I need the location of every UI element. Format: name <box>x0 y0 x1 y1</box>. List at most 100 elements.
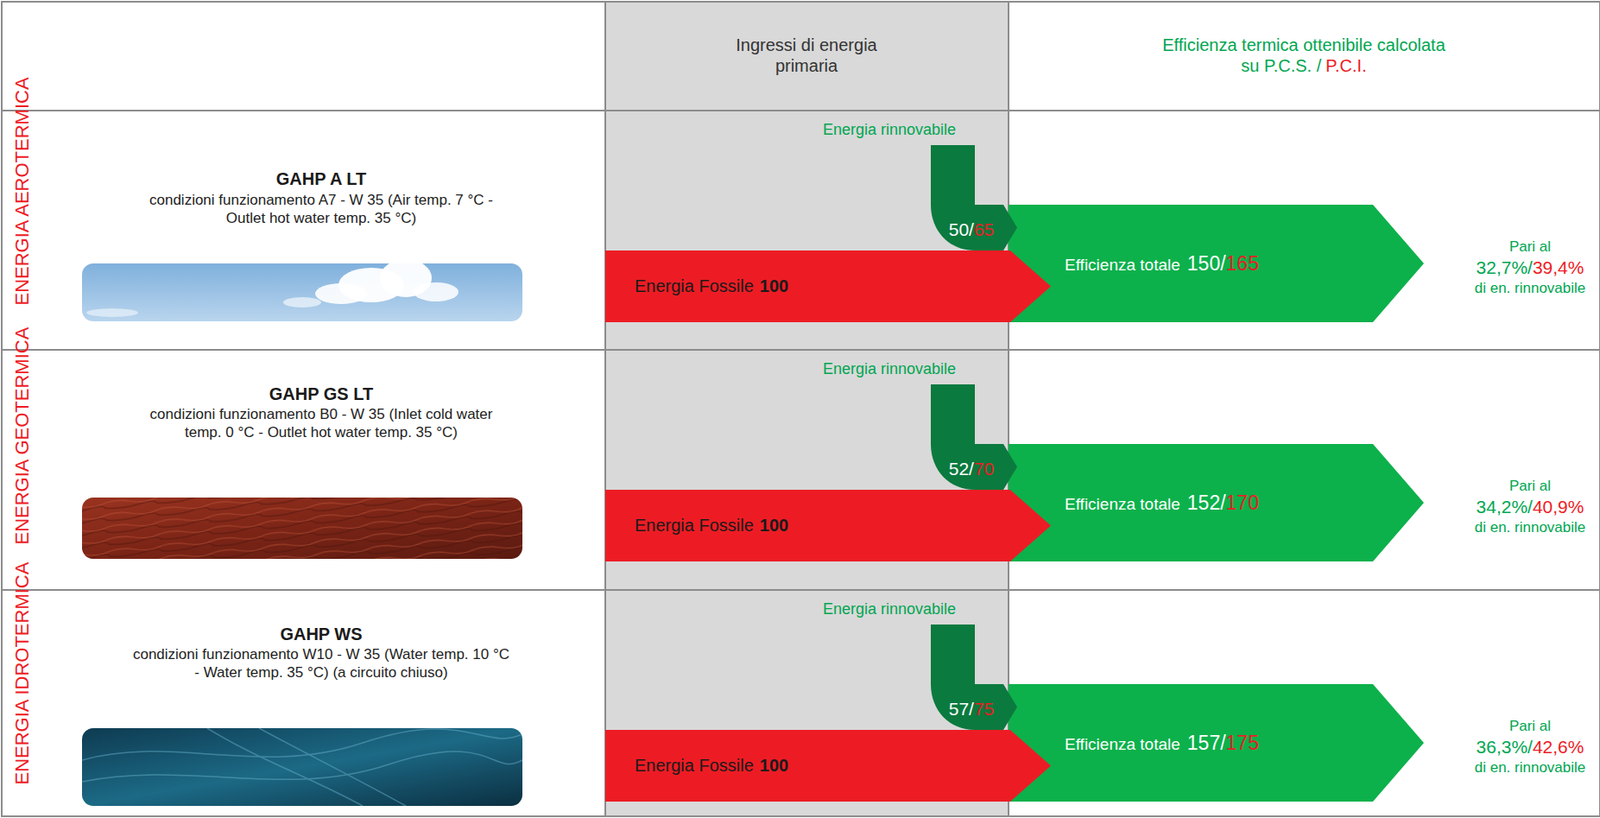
device-name: GAHP WS <box>279 624 362 644</box>
text-line: Efficienza totale 150/165 <box>1064 252 1259 275</box>
text-line: Energia Fossile100 <box>634 755 789 776</box>
fossil-label: Energia Fossile <box>634 515 754 535</box>
column-header: Efficienza termica ottenibile calcolata … <box>1162 35 1446 76</box>
operating-conditions: condizioni funzionamento B0 - W 35 (Inle… <box>150 405 494 441</box>
text-line: Ingressi di energia primaria <box>707 34 906 76</box>
efficiency-value: 152/ <box>1187 491 1227 514</box>
arrow-outline <box>1008 204 1424 323</box>
arrow-outline <box>1008 683 1424 802</box>
energy-type-label: ENERGIA GEOTERMICA <box>11 327 33 545</box>
text-group: condizioni funzionamento W10 - W 35 (Wat… <box>131 645 512 682</box>
text-group: Efficienza totale 150/165 <box>1064 252 1259 275</box>
text-line: GAHP WS <box>279 624 362 645</box>
text-line: GAHP A LT <box>276 169 367 190</box>
renewable-share: Pari al <box>1509 238 1551 255</box>
fossil-value: 100 <box>759 755 789 775</box>
arrow-outline <box>605 250 1051 323</box>
fossil-label: Energia Fossile <box>634 755 754 775</box>
text-group: condizioni funzionamento A7 - W 35 (Air … <box>131 191 512 228</box>
text-group: Energia rinnovabile <box>822 120 956 140</box>
total-efficiency-arrow: Efficienza totale 152/170 <box>1008 443 1424 562</box>
efficiency-value: 157/ <box>1187 731 1227 754</box>
text-line: Energia Fossile100 <box>634 276 789 297</box>
renewable-value: 75 <box>973 698 994 719</box>
renewable-share: Pari al <box>1509 477 1551 494</box>
text-group: Energia Fossile100 <box>634 276 789 297</box>
renewable-value: 50/ <box>948 219 974 240</box>
efficiency-label: Efficienza totale <box>1064 255 1181 274</box>
text-line: Pari al <box>1474 476 1587 496</box>
renewable-share-value: 40,9% <box>1532 496 1585 517</box>
arrow-outline <box>605 489 1051 562</box>
renewable-share-value: 34,2%/ <box>1476 496 1533 517</box>
energy-type-label: ENERGIA IDROTERMICA <box>11 562 33 785</box>
text-group: GAHP GS LT <box>269 384 374 405</box>
device-cell: ENERGIA GEOTERMICA GAHP GS LTcondizioni f… <box>0 349 606 590</box>
renewable-arrow: Energia rinnovabile 50/65 <box>803 117 1019 256</box>
operating-conditions: condizioni funzionamento A7 - W 35 (Air … <box>149 191 494 227</box>
text-line: condizioni funzionamento A7 - W 35 (Air … <box>131 191 512 228</box>
text-group: 52/70 <box>948 458 995 480</box>
renewable-share: Pari al <box>1509 717 1551 734</box>
text-line: 36,3%/42,6% <box>1474 735 1587 758</box>
renewable-label: Energia rinnovabile <box>822 600 956 618</box>
sky-image <box>82 259 523 322</box>
text-group: Pari al 32,7%/39,4%di en. rinnovabile <box>1474 237 1587 298</box>
efficiency-value: 150/ <box>1187 252 1227 275</box>
renewable-share-value: 42,6% <box>1532 736 1585 757</box>
text-group: Energia Fossile100 <box>634 755 789 776</box>
fossil-arrow: Energia Fossile100 <box>605 489 1051 562</box>
column-header: P.C.I. <box>1325 56 1367 76</box>
text-line: GAHP GS LT <box>269 384 374 405</box>
text-line: ENERGIA AEROTERMICA <box>12 154 32 306</box>
fossil-arrow: Energia Fossile100 <box>605 250 1051 323</box>
text-group: GAHP A LT <box>276 169 367 190</box>
renewable-label: Energia rinnovabile <box>822 120 956 139</box>
text-line: Energia rinnovabile <box>822 120 956 140</box>
device-name: GAHP A LT <box>276 169 367 189</box>
text-line: condizioni funzionamento W10 - W 35 (Wat… <box>131 645 512 682</box>
fossil-arrow: Energia Fossile100 <box>605 729 1051 802</box>
renewable-value: 70 <box>973 458 994 479</box>
text-line: Pari al <box>1474 237 1587 257</box>
text-line: di en. rinnovabile <box>1474 758 1587 778</box>
total-efficiency-arrow: Efficienza totale 150/165 <box>1008 204 1424 323</box>
efficiency-value: 170 <box>1226 491 1259 514</box>
text-line: 57/75 <box>948 698 995 720</box>
device-cell: ENERGIA AEROTERMICA GAHP A LTcondizioni f… <box>0 110 606 350</box>
text-group: 50/65 <box>948 219 995 241</box>
renewable-arrow: Energia rinnovabile 52/70 <box>803 356 1019 495</box>
text-line: Energia Fossile100 <box>634 515 789 536</box>
text-group: ENERGIA GEOTERMICA <box>12 393 32 545</box>
text-group: Efficienza totale 152/170 <box>1064 491 1259 514</box>
renewable-value: 57/ <box>948 698 974 719</box>
renewable-value: 52/ <box>948 458 974 479</box>
text-group: Energia rinnovabile <box>822 600 956 619</box>
text-line: Energia rinnovabile <box>822 360 956 379</box>
renewable-share-value: 39,4% <box>1532 257 1585 278</box>
text-line: Efficienza termica ottenibile calcolata … <box>1157 34 1451 76</box>
efficiency-label: Efficienza totale <box>1064 494 1181 513</box>
renewable-label: Energia rinnovabile <box>822 360 956 378</box>
device-cell: ENERGIA IDROTERMICAGAHP WScondizioni fun… <box>0 589 606 818</box>
renewable-share: di en. rinnovabile <box>1474 279 1587 297</box>
energy-type-label: ENERGIA AEROTERMICA <box>11 76 33 305</box>
text-group: Energia rinnovabile <box>822 360 956 379</box>
device-name: GAHP GS LT <box>269 384 374 404</box>
text-line: 50/65 <box>948 219 995 241</box>
efficiency-value: 165 <box>1226 252 1259 275</box>
renewable-share: di en. rinnovabile <box>1474 758 1587 776</box>
fossil-value: 100 <box>759 515 789 535</box>
renewable-share-value: 36,3%/ <box>1476 736 1533 757</box>
text-group: GAHP WS <box>279 624 362 645</box>
text-group: 57/75 <box>948 698 995 720</box>
arrow-outline <box>1008 443 1424 562</box>
text-group: Efficienza totale157/175 <box>1064 731 1259 754</box>
text-line: Efficienza totale157/175 <box>1064 731 1259 754</box>
text-line: condizioni funzionamento B0 - W 35 (Inle… <box>131 405 512 442</box>
arrow-outline <box>605 729 1051 802</box>
renewable-arrow: Energia rinnovabile 57/75 <box>803 596 1019 735</box>
text-group: Pari al34,2%/40,9%di en. rinnovabile <box>1474 476 1587 537</box>
renewable-share-value: 32,7%/ <box>1476 257 1533 278</box>
